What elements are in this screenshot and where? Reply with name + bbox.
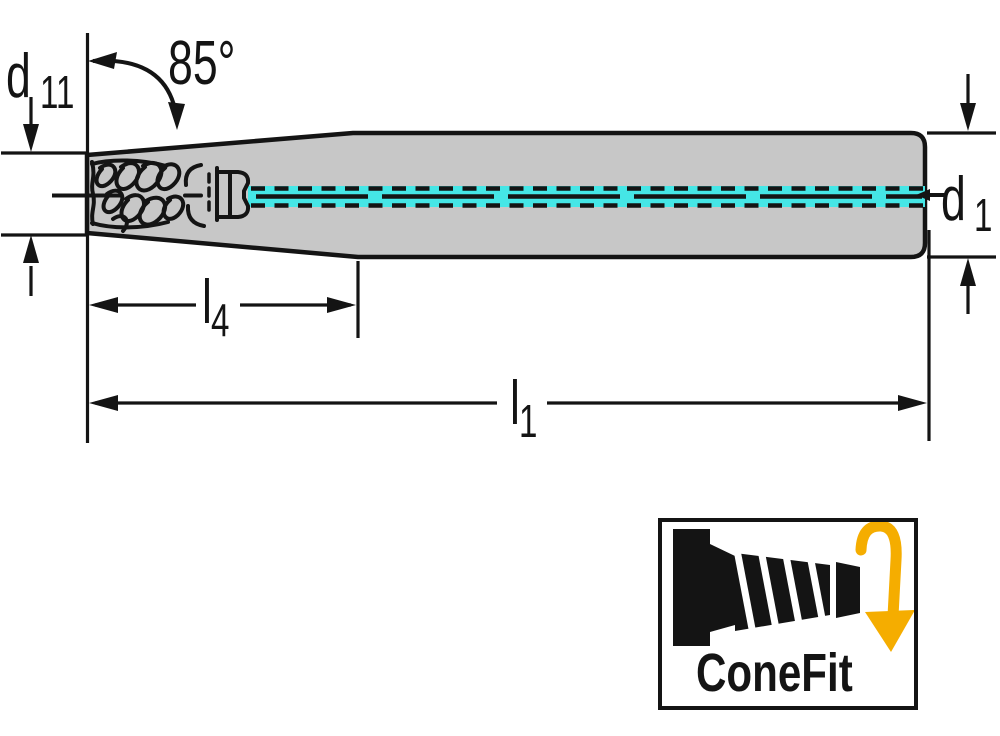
adapter-cone-shape	[673, 529, 860, 646]
extension-lines	[85, 33, 931, 443]
label-d1: d	[941, 165, 966, 234]
label-l1: l	[510, 369, 520, 438]
conefit-badge: ConeFit	[658, 518, 918, 710]
l1-arrow-right-head	[898, 395, 927, 411]
label-d11: d	[6, 42, 31, 111]
conefit-adapter-icon	[673, 522, 914, 652]
thread-end-bracket	[183, 163, 206, 228]
dimension-l4: l 4	[89, 268, 356, 346]
l4-arrow-left-head	[89, 297, 118, 313]
conefit-label: ConeFit	[696, 643, 853, 703]
angle-arrow-down-head	[168, 102, 185, 130]
exchange-arrow-icon	[855, 522, 914, 652]
thread-stud-outline	[215, 166, 251, 222]
coolant-centerline	[52, 186, 925, 208]
dimension-d11: d 11	[1, 42, 88, 296]
dimension-d1: d 1	[916, 74, 996, 314]
thread-scribble-icon	[90, 158, 251, 233]
d1-leader-head	[916, 189, 930, 201]
dimension-angle-85: 85°	[88, 29, 236, 130]
angle-arc	[92, 58, 179, 122]
label-l4-subscript: 4	[211, 296, 229, 346]
l4-arrow-right-head	[327, 297, 356, 313]
label-l4: l	[202, 268, 212, 337]
label-d1-subscript: 1	[974, 191, 992, 241]
l1-arrow-left-head	[89, 395, 118, 411]
d1-arrow-bottom-head	[960, 258, 976, 286]
label-l1-subscript: 1	[519, 397, 537, 447]
label-d11-subscript: 11	[40, 68, 74, 118]
angle-arrow-left-head	[88, 52, 117, 69]
d11-arrow-bottom-head	[23, 235, 39, 263]
d1-arrow-top-head	[960, 103, 976, 131]
dimension-l1: l 1	[89, 369, 927, 447]
d11-arrow-top-head	[23, 124, 39, 152]
label-angle: 85°	[168, 29, 236, 98]
